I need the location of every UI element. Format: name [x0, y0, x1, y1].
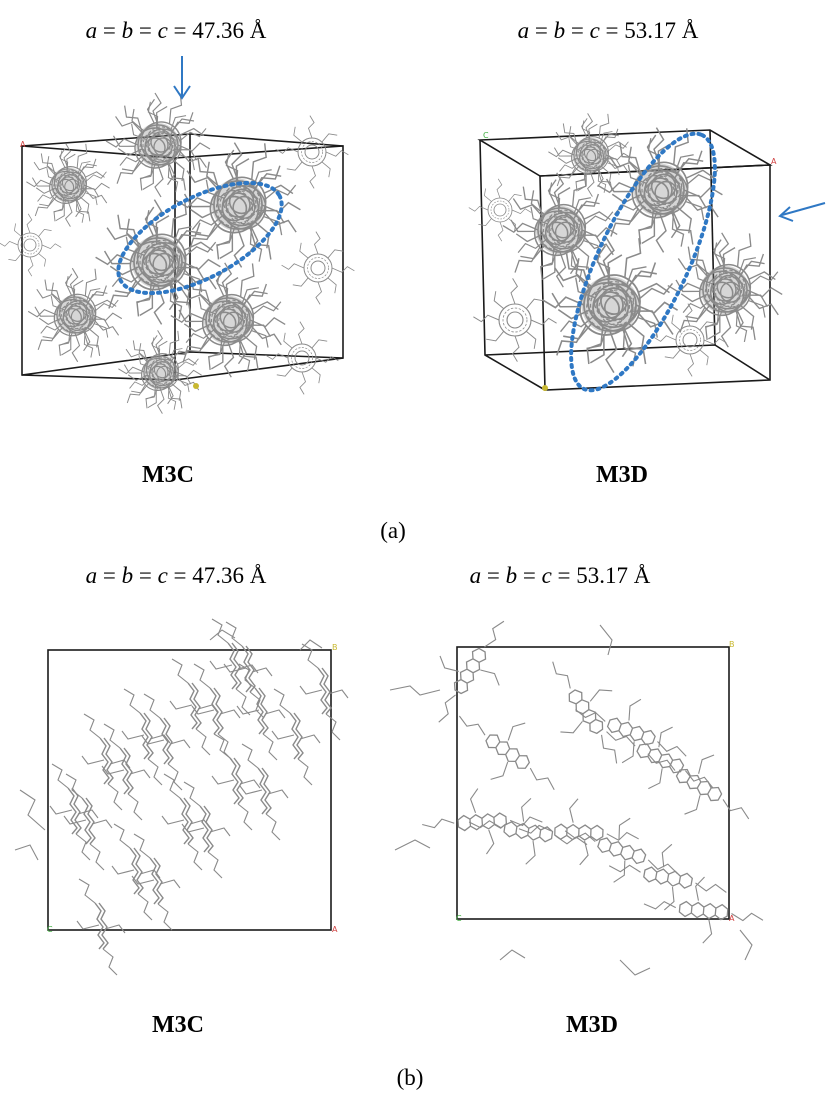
arrow-left-icon: [778, 202, 826, 222]
axis-label: A: [771, 157, 777, 166]
m3d-cell-2d: B A C: [389, 601, 769, 976]
axis-label: A: [332, 925, 338, 934]
axis-label: A: [20, 140, 26, 149]
label-b-right: a = b = c = 53.17 Å: [470, 563, 651, 589]
label-a-right: a = b = c = 53.17 Å: [518, 18, 699, 44]
axis-label: B: [729, 640, 735, 649]
m3d-cell-3d: C A: [468, 97, 826, 408]
name-b-left: M3C: [152, 1012, 204, 1038]
arrow-down-icon: [173, 56, 191, 100]
aggregate-highlight: [116, 180, 284, 296]
caption-b: (b): [396, 1065, 424, 1090]
lattice-equation: a = b = c = 53.17 Å: [469, 563, 651, 588]
axis-label: A: [729, 914, 735, 923]
axis-label: C: [483, 131, 489, 140]
m3c-cell-3d: A: [0, 56, 355, 433]
lattice-equation: a = b = c = 47.36 Å: [85, 18, 267, 43]
lattice-equation: a = b = c = 53.17 Å: [517, 18, 699, 43]
cell-box: [456, 646, 730, 920]
m3c-cell-2d: B A C: [14, 618, 349, 976]
molecule-cluster: [14, 618, 349, 976]
axis-label: C: [456, 914, 462, 923]
aggregate-highlight: [569, 131, 717, 393]
molecule-cluster: [389, 601, 769, 976]
axis-label: C: [47, 925, 53, 934]
name-b-right: M3D: [566, 1012, 618, 1038]
label-a-left: a = b = c = 47.36 Å: [86, 18, 267, 44]
lattice-equation: a = b = c = 47.36 Å: [85, 563, 267, 588]
molecule-cluster: [0, 73, 355, 433]
label-b-left: a = b = c = 47.36 Å: [86, 563, 267, 589]
axis-marker: [193, 383, 199, 389]
axis-marker: [542, 385, 548, 391]
name-a-left: M3C: [142, 462, 194, 488]
cell-box: [477, 129, 773, 391]
axis-label: B: [332, 643, 338, 652]
caption-a: (a): [380, 518, 406, 543]
cell-box: [47, 649, 332, 931]
name-a-right: M3D: [596, 462, 648, 488]
